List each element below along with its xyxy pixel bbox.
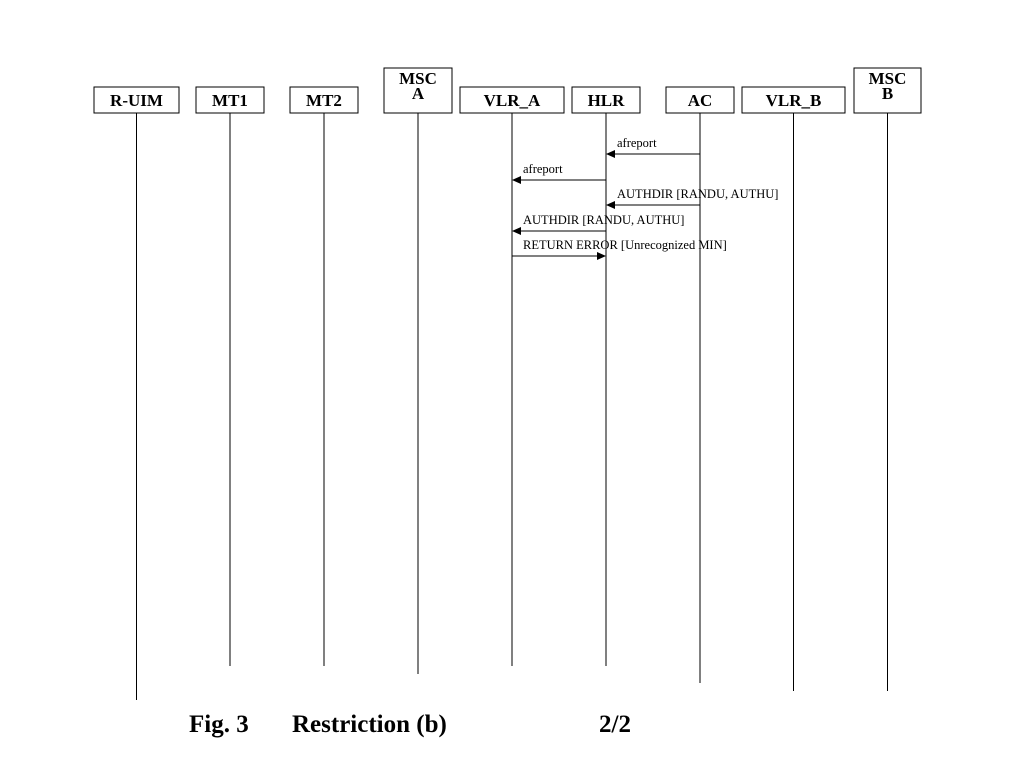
actor-box-vlr-b [741, 86, 846, 114]
actor-box-mt1 [195, 86, 265, 114]
actor-label-r-uim: R-UIM [110, 91, 163, 110]
actor-box-msc-a [383, 67, 453, 114]
actor-hlr: HLR [571, 86, 641, 114]
message-arrowhead [512, 176, 521, 184]
figure-title: Restriction (b) [292, 711, 447, 738]
actor-label-msc-a: A [412, 84, 425, 103]
message-5: RETURN ERROR [Unrecognized MIN] [512, 238, 727, 260]
message-3: AUTHDIR [RANDU, AUTHU] [606, 187, 778, 209]
actor-box-vlr-a [459, 86, 565, 114]
message-arrowhead [597, 252, 606, 260]
actor-vlr-b: VLR_B [741, 86, 846, 114]
lifelines [136, 113, 888, 700]
message-arrowhead [606, 201, 615, 209]
message-arrowhead [512, 227, 521, 235]
actor-box-mt2 [289, 86, 359, 114]
message-label: afreport [617, 136, 657, 150]
actor-r-uim: R-UIM [93, 86, 180, 114]
figure-caption: Fig. 3 Restriction (b) 2/2 [189, 711, 631, 738]
actor-box-r-uim [93, 86, 180, 114]
actor-ac: AC [665, 86, 735, 114]
message-label: AUTHDIR [RANDU, AUTHU] [523, 213, 684, 227]
actor-box-hlr [571, 86, 641, 114]
message-label: RETURN ERROR [Unrecognized MIN] [523, 238, 727, 252]
actor-box-msc-b [853, 67, 922, 114]
message-arrowhead [606, 150, 615, 158]
actor-label-msc-b: MSC [869, 69, 907, 88]
message-label: AUTHDIR [RANDU, AUTHU] [617, 187, 778, 201]
actor-label-ac: AC [688, 91, 713, 110]
actor-label-mt2: MT2 [306, 91, 342, 110]
actor-label-msc-a: MSC [399, 69, 437, 88]
figure-number: Fig. 3 [189, 711, 249, 738]
message-1: afreport [606, 136, 700, 158]
actor-label-vlr-a: VLR_A [484, 91, 541, 110]
actor-label-vlr-b: VLR_B [766, 91, 822, 110]
actor-label-hlr: HLR [588, 91, 626, 110]
message-2: afreport [512, 162, 606, 184]
actor-mt1: MT1 [195, 86, 265, 114]
actor-mt2: MT2 [289, 86, 359, 114]
actor-vlr-a: VLR_A [459, 86, 565, 114]
page-number: 2/2 [599, 711, 631, 738]
message-4: AUTHDIR [RANDU, AUTHU] [512, 213, 684, 235]
actor-box-ac [665, 86, 735, 114]
actor-label-mt1: MT1 [212, 91, 248, 110]
actor-label-msc-b: B [882, 84, 893, 103]
message-label: afreport [523, 162, 563, 176]
